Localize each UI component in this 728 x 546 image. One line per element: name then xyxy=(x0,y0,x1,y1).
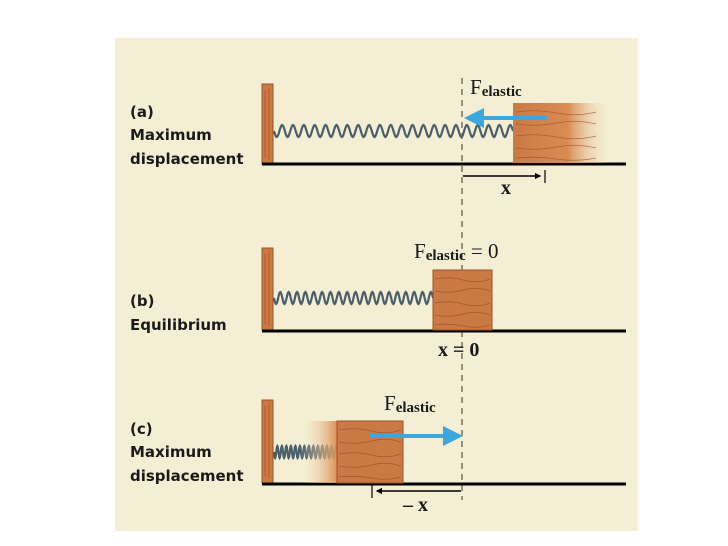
panel-b-force-symbol: F xyxy=(414,239,426,263)
panel-b-force-suffix: = 0 xyxy=(466,239,499,263)
panel-a-block xyxy=(513,103,613,163)
panel-b-block xyxy=(432,269,493,331)
panel-b-caption-1: Equilibrium xyxy=(130,316,227,334)
panel-a: (a) Maximum displacement Felastic x xyxy=(130,75,626,199)
panel-b-x-label: x = 0 xyxy=(438,339,479,361)
panel-c-force-label: Felastic xyxy=(384,391,436,416)
panel-a-caption-1: Maximum xyxy=(130,126,212,144)
panel-b-letter: (b) xyxy=(130,292,154,310)
panel-a-x-label: x xyxy=(501,177,511,199)
panel-c-wall-grain xyxy=(264,404,270,478)
panel-b: (b) Equilibrium Felastic = 0 x = 0 xyxy=(130,239,626,361)
panel-c-x-label: – x xyxy=(402,494,428,516)
panel-b-wall-grain xyxy=(264,252,270,326)
panel-b-block-grain xyxy=(434,277,491,328)
panel-a-wall xyxy=(261,83,274,165)
panel-a-force-sub: elastic xyxy=(482,84,522,100)
panel-a-wall-grain xyxy=(264,88,270,160)
panel-c-caption-2: displacement xyxy=(130,467,244,485)
panel-b-force-label: Felastic = 0 xyxy=(414,239,499,264)
panel-c-force-symbol: F xyxy=(384,391,396,415)
panel-c-block-grain xyxy=(338,428,402,480)
panel-a-force-label: Felastic xyxy=(470,75,522,100)
panel-b-spring xyxy=(272,290,435,306)
panel-c-letter: (c) xyxy=(130,420,153,438)
panel-a-force-symbol: F xyxy=(470,75,482,99)
panel-c-force-sub: elastic xyxy=(396,400,436,416)
panel-c: (c) Maximum displacement Felastic – x xyxy=(130,391,626,516)
panel-c-block-fade xyxy=(300,421,338,483)
panel-c-caption-1: Maximum xyxy=(130,443,212,461)
panel-c-block xyxy=(336,420,404,484)
panel-a-block-grain xyxy=(515,110,597,161)
panel-a-caption-2: displacement xyxy=(130,150,244,168)
panel-b-wall xyxy=(261,247,274,331)
panel-a-letter: (a) xyxy=(130,103,154,121)
panel-a-spring xyxy=(272,123,515,139)
panel-b-force-sub: elastic xyxy=(426,248,466,264)
panel-c-wall xyxy=(261,399,274,484)
